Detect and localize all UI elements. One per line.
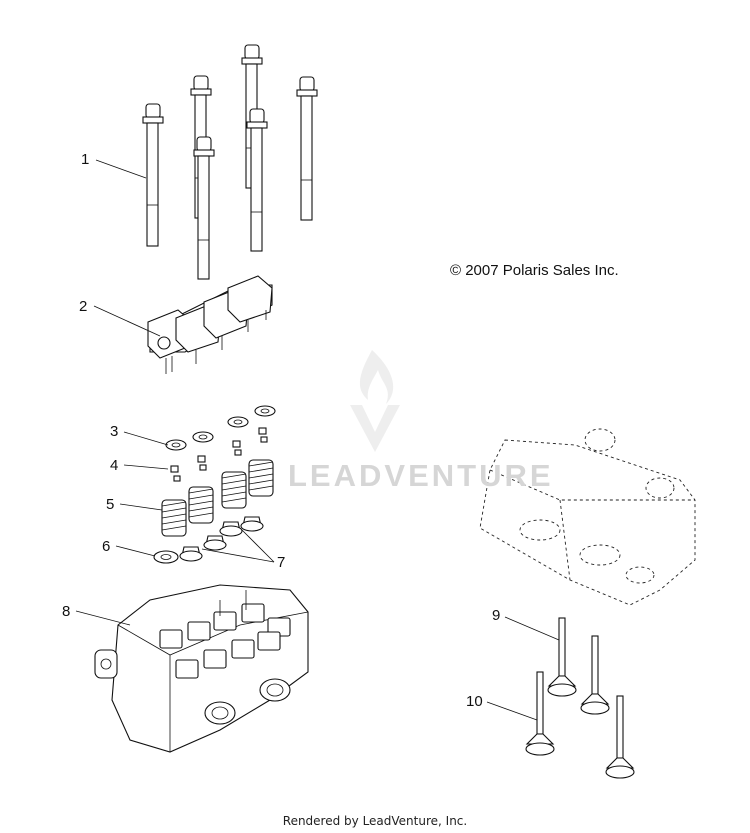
rocker-arm-assembly (147, 275, 273, 374)
watermark-text: LEADVENTURE (288, 458, 554, 493)
callout-5: 5 (106, 496, 115, 513)
callout-3: 3 (110, 423, 119, 440)
cylinder-head-reference-outline (479, 428, 696, 606)
head-bolt (246, 108, 268, 252)
head-bolt (296, 76, 318, 221)
cylinder-head-assembly (94, 584, 309, 753)
callout-7: 7 (277, 554, 286, 571)
intake-valves (547, 617, 610, 715)
valve-spring-seat (153, 550, 179, 564)
callout-4: 4 (110, 457, 119, 474)
footer-rendered-by: Rendered by LeadVenture, Inc. (282, 814, 468, 828)
head-bolt (142, 103, 164, 247)
head-bolt (193, 136, 215, 280)
leadventure-watermark-logo-icon (350, 350, 400, 452)
callout-2: 2 (79, 298, 88, 315)
leader-lines (75, 159, 560, 721)
valve-stem-seals (179, 516, 264, 562)
valve-springs (161, 459, 274, 537)
valve-keepers (170, 427, 268, 482)
copyright-notice: © 2007 Polaris Sales Inc. (450, 262, 619, 279)
exhaust-valves (525, 671, 635, 779)
callout-8: 8 (62, 603, 71, 620)
callout-10: 10 (466, 693, 483, 710)
callout-9: 9 (492, 607, 501, 624)
callout-1: 1 (81, 151, 90, 168)
valve-spring-retainers (165, 405, 276, 451)
callout-6: 6 (102, 538, 111, 555)
head-bolt-group (142, 44, 318, 280)
